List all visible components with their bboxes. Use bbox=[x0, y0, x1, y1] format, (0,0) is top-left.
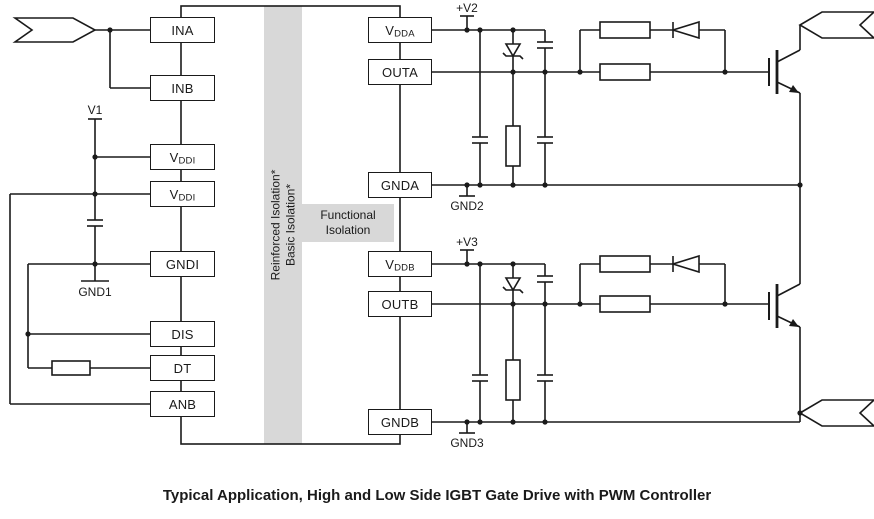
bypass-capacitor-b1 bbox=[472, 264, 488, 422]
zener-diode-b bbox=[502, 264, 524, 360]
label-gnd2: GND2 bbox=[450, 199, 484, 213]
v1-supply-branch bbox=[81, 118, 150, 282]
pin-label: V bbox=[385, 256, 395, 272]
zener-diode-a bbox=[502, 30, 524, 126]
bleed-resistor-b bbox=[505, 359, 521, 422]
pin-outb: OUTB bbox=[368, 291, 432, 317]
gndi-tie-wires bbox=[27, 263, 150, 368]
pwm-input-flag bbox=[12, 17, 97, 43]
basic-isolation-text: Basic Isolation* bbox=[283, 183, 298, 267]
pin-label: GNDA bbox=[380, 177, 420, 193]
pin-label: DIS bbox=[171, 326, 194, 342]
functional-isolation-text-1: Functional bbox=[320, 208, 376, 222]
dc-bus-top-flag bbox=[798, 11, 874, 39]
label-v3: +V3 bbox=[456, 235, 478, 249]
ic-outline bbox=[180, 5, 401, 445]
pin-ina: INA bbox=[150, 17, 215, 43]
pin-anb: ANB bbox=[150, 391, 215, 417]
isolation-bar-label-lines: Reinforced Isolation* Basic Isolation* bbox=[268, 170, 298, 281]
pin-gnda: GNDA bbox=[368, 172, 432, 198]
capacitor-b3 bbox=[537, 374, 553, 422]
capacitor-a3 bbox=[537, 136, 553, 185]
pin-label: V bbox=[169, 149, 179, 165]
gate-resistor-a-off bbox=[599, 21, 673, 39]
gate-resistor-b-off bbox=[599, 255, 673, 273]
capacitor-b2 bbox=[537, 264, 553, 375]
input-wires bbox=[95, 29, 150, 89]
pin-inb: INB bbox=[150, 75, 215, 101]
gate-diode-b bbox=[670, 254, 726, 304]
reinforced-isolation-bar bbox=[264, 6, 302, 444]
pin-label: V bbox=[169, 186, 179, 202]
input-bypass-capacitor bbox=[87, 219, 103, 227]
igbt-high-side bbox=[768, 25, 801, 284]
label-v1: V1 bbox=[87, 103, 103, 117]
gate-diode-a bbox=[670, 20, 726, 72]
label-v2: +V2 bbox=[456, 1, 478, 15]
pin-label: GNDI bbox=[165, 256, 200, 272]
pin-outa: OUTA bbox=[368, 59, 432, 85]
pin-label: OUTA bbox=[382, 64, 418, 80]
pin-label-sub: DDI bbox=[178, 192, 196, 203]
pin-label: GNDB bbox=[380, 414, 420, 430]
pin-label-sub: DDB bbox=[394, 262, 415, 273]
dt-resistor bbox=[28, 360, 150, 376]
pin-label-sub: DDI bbox=[178, 155, 196, 166]
gndb-rail bbox=[432, 421, 800, 434]
figure-caption: Typical Application, High and Low Side I… bbox=[162, 487, 712, 504]
bleed-resistor-a bbox=[505, 125, 521, 185]
pin-label: DT bbox=[173, 360, 192, 376]
dc-bus-bottom-flag bbox=[798, 399, 874, 427]
pin-gndi: GNDI bbox=[150, 251, 215, 277]
igbt-low-side bbox=[768, 283, 801, 422]
vddb-rail bbox=[432, 249, 545, 265]
enable-tie-wires bbox=[9, 193, 150, 405]
gate-resistor-b-on bbox=[599, 295, 769, 313]
functional-isolation-region: Functional Isolation bbox=[302, 204, 394, 242]
junction-dots bbox=[25, 27, 803, 425]
label-gnd1: GND1 bbox=[78, 285, 112, 299]
gate-resistor-a-on bbox=[599, 63, 769, 81]
pin-dis: DIS bbox=[150, 321, 215, 347]
pin-label: V bbox=[385, 22, 395, 38]
pin-label: INB bbox=[171, 80, 194, 96]
isolation-bar-label: Reinforced Isolation* Basic Isolation* bbox=[264, 6, 302, 444]
pin-label: OUTB bbox=[381, 296, 419, 312]
reinforced-isolation-text: Reinforced Isolation* bbox=[268, 169, 283, 281]
pin-gndb: GNDB bbox=[368, 409, 432, 435]
label-gnd3: GND3 bbox=[450, 436, 484, 450]
pin-label-sub: DDA bbox=[394, 28, 415, 39]
bypass-capacitor-a1 bbox=[472, 30, 488, 185]
functional-isolation-text-2: Isolation bbox=[325, 223, 371, 237]
pin-label: INA bbox=[171, 22, 194, 38]
outb-wires bbox=[432, 263, 600, 305]
outa-wires bbox=[432, 29, 600, 73]
gnda-rail bbox=[432, 184, 800, 197]
vdda-rail bbox=[432, 15, 545, 31]
capacitor-a2 bbox=[537, 30, 553, 137]
pin-label: ANB bbox=[168, 396, 197, 412]
pin-dt: DT bbox=[150, 355, 215, 381]
